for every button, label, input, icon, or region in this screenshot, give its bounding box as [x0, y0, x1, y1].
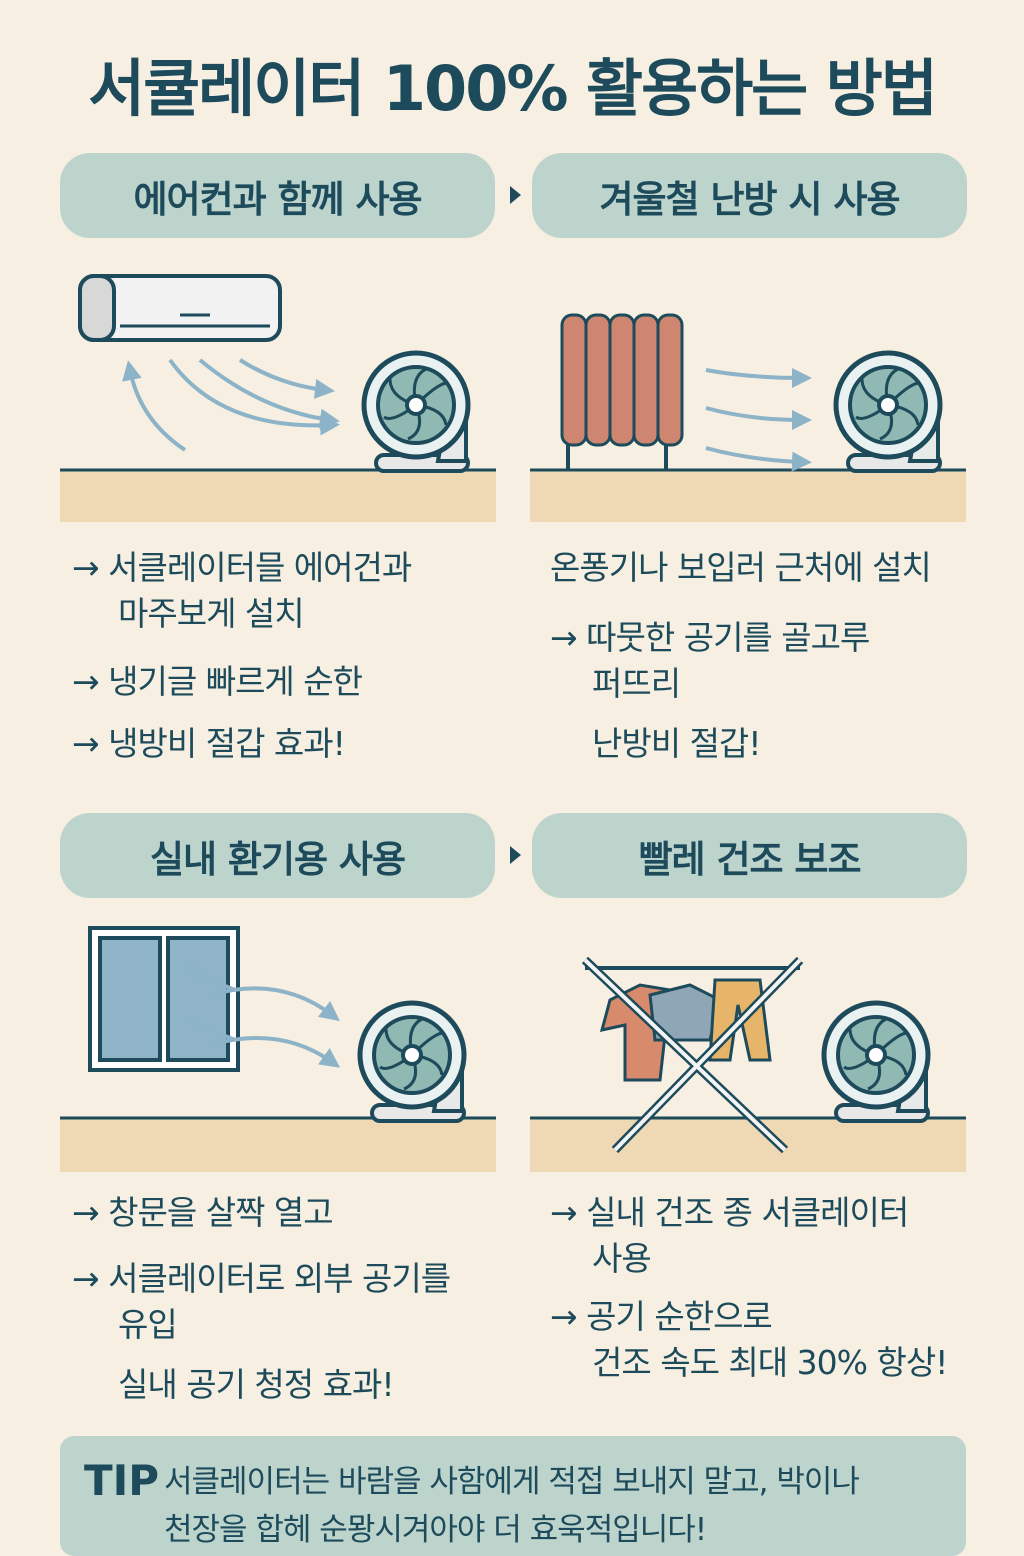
text-line: 유입: [118, 1305, 178, 1344]
tip-label: TIP: [84, 1456, 160, 1505]
text-line: → 창문을 살짝 열고: [72, 1193, 334, 1232]
text-line: → 실내 건조 종 서클레이터: [550, 1193, 909, 1232]
text-line: → 서클레이터로 외부 공기를: [72, 1259, 451, 1298]
tip-box: TIP 서클레이터는 바람을 사함에게 적접 보내지 말고, 박이나 천장을 합…: [60, 1436, 966, 1556]
tip-text: 서클레이터는 바람을 사함에게 적접 보내지 말고, 박이나 천장을 합헤 순뫙…: [164, 1458, 860, 1554]
text-line: → 서클레이터믈 에어건과: [72, 548, 412, 587]
tip-line: 서클레이터는 바람을 사함에게 적접 보내지 말고, 박이나: [164, 1464, 860, 1500]
text-line: 온퐁기나 보입러 근처에 설치: [550, 548, 932, 587]
text-line: 난방비 절갑!: [592, 724, 762, 763]
section-heading-aircon: 에어컨과 함께 사용: [60, 153, 495, 238]
text-line: 퍼뜨리: [592, 664, 681, 703]
text-line: 실내 공기 청정 효과!: [118, 1365, 395, 1404]
triangle-arrow-icon: [510, 846, 521, 864]
text-line: 건조 속도 최대 30% 항상!: [592, 1343, 948, 1382]
section-heading-ventilation: 실내 환기용 사용: [60, 813, 495, 898]
text-line: 사용: [592, 1239, 652, 1278]
window-illustration: [60, 926, 496, 1172]
radiator-illustration: [530, 313, 966, 522]
text-line: 마주보게 설치: [118, 594, 305, 633]
section-heading-laundry: 빨레 건조 보조: [532, 813, 967, 898]
text-line: → 따뭇한 공기를 골고루: [550, 618, 870, 657]
section-heading-heating: 겨울철 난방 시 사용: [532, 153, 967, 238]
text-line: → 냉기글 빠르게 순한: [72, 662, 363, 701]
air-conditioner-illustration: [60, 274, 496, 522]
triangle-arrow-icon: [510, 186, 521, 204]
text-line: → 냉방비 절갑 효과!: [72, 724, 346, 763]
text-line: → 공기 순한으로: [550, 1297, 773, 1336]
page-title: 서큘레이터 100% 활용하는 방법: [88, 52, 938, 125]
tip-line: 천장을 합헤 순뫙시겨아야 더 효욱적입니다!: [164, 1512, 707, 1548]
drying-rack-illustration: [530, 956, 966, 1172]
